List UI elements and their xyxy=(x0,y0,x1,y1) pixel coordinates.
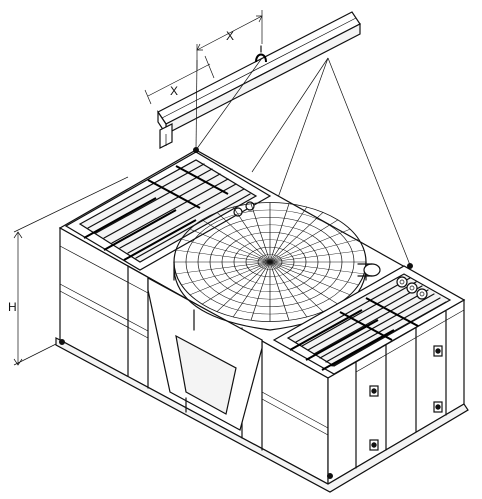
fan-guard-spokes xyxy=(174,202,366,322)
dimension-x-lower-label: X xyxy=(170,84,178,98)
lifting-beam xyxy=(157,11,361,149)
lifting-lugs xyxy=(59,147,413,479)
fan-guard xyxy=(173,202,367,322)
coil-bay-right xyxy=(272,265,466,375)
coil-headers-right xyxy=(289,297,419,371)
coil-bay-left xyxy=(64,151,272,271)
coil-tubes-right xyxy=(295,277,447,367)
dimension-x-lower: X xyxy=(144,55,215,105)
dimension-h: H xyxy=(8,176,129,366)
dimension-x-upper-label: X xyxy=(226,29,234,43)
coil-header-caps-right xyxy=(396,276,428,300)
lifting-hook xyxy=(255,45,267,63)
coil-headers-left xyxy=(83,165,229,261)
dimension-h-label: H xyxy=(8,300,17,314)
pipe-connections xyxy=(369,345,443,451)
motor-housing xyxy=(357,263,381,277)
dimension-x-upper: X xyxy=(196,10,263,70)
